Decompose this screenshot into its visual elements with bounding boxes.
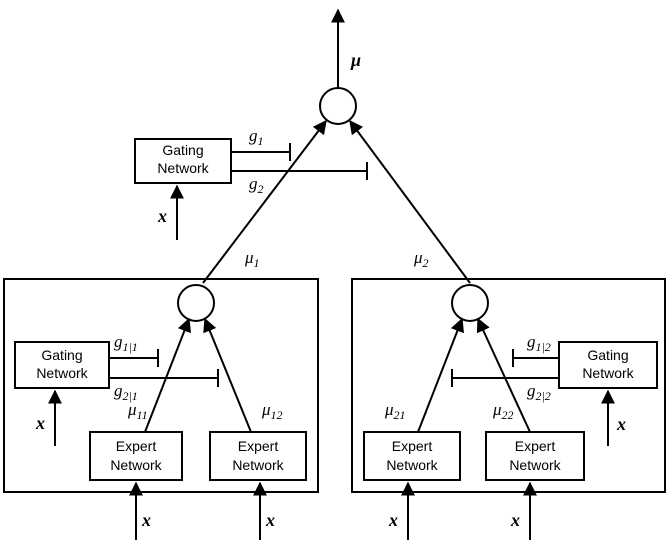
left-expert-1-box [89, 431, 183, 481]
left-expert-2-box [209, 431, 307, 481]
right-gate-g12-label: g1|2 [527, 332, 551, 354]
right-gating-input-label: x [616, 414, 626, 434]
right-expert-2-label-line1: Expert [515, 438, 556, 454]
right-expert-1-label-line1: Expert [392, 438, 433, 454]
left-gating-label-line1: Gating [41, 347, 82, 363]
left-gating-label-line2: Network [36, 365, 88, 381]
top-level: μ Gating Network x g1 g2 [134, 8, 471, 284]
final-output-label: μ [350, 50, 361, 70]
top-gating-input-label: x [157, 206, 167, 226]
right-gating-network-box [558, 341, 658, 389]
right-expert-1-box [363, 431, 461, 481]
left-gating-input-label: x [35, 413, 45, 433]
left-expert-1-input-label: x [141, 510, 151, 530]
mu12-arrow [203, 317, 252, 433]
left-gate-g21-label: g2|1 [114, 381, 138, 403]
mu2-arrow [349, 119, 471, 284]
left-expert-2-input-label: x [265, 510, 275, 530]
left-gate-g11-label: g1|1 [114, 332, 138, 354]
right-expert-1-label-line2: Network [386, 457, 438, 473]
left-subtree-frame [3, 278, 319, 493]
right-expert-2-input-label: x [510, 510, 520, 530]
top-gate-g1-label: g1 [249, 126, 264, 148]
top-gating-label-line1: Gating [162, 142, 203, 158]
mu21-label: μ21 [384, 400, 406, 422]
mu12-label: μ12 [261, 400, 283, 422]
right-expert-1-input-label: x [388, 510, 398, 530]
left-output-label: μ1 [244, 248, 260, 270]
mu11-label: μ11 [127, 400, 148, 422]
left-combiner-node [177, 284, 215, 322]
top-combiner-node [319, 87, 357, 125]
right-combiner-node [451, 284, 489, 322]
mu1-arrow [202, 119, 327, 284]
right-output-label: μ2 [413, 248, 429, 270]
left-subtree: μ1 Gating Network x g1|1 g2|1 Expert Net… [3, 248, 319, 540]
mu11-arrow [144, 317, 191, 433]
left-expert-1-label-line1: Expert [116, 438, 157, 454]
mu21-arrow [417, 317, 464, 433]
left-expert-1-label-line2: Network [110, 457, 162, 473]
left-expert-2-label-line1: Expert [238, 438, 279, 454]
left-gating-network-box [14, 341, 110, 389]
left-expert-2-label-line2: Network [232, 457, 284, 473]
top-gate-g2-label: g2 [249, 174, 264, 196]
right-gating-label-line2: Network [582, 365, 634, 381]
right-gate-g22-label: g2|2 [527, 381, 551, 403]
top-gating-network-box [134, 138, 232, 184]
top-gating-label-line2: Network [157, 160, 209, 176]
right-expert-2-label-line2: Network [509, 457, 561, 473]
mu22-label: μ22 [492, 400, 514, 422]
right-subtree-frame [351, 278, 666, 493]
mu22-arrow [476, 317, 531, 433]
right-expert-2-box [485, 431, 585, 481]
right-subtree: μ2 Gating Network x g1|2 g2|2 Expert Net… [351, 248, 666, 540]
right-gating-label-line1: Gating [587, 347, 628, 363]
